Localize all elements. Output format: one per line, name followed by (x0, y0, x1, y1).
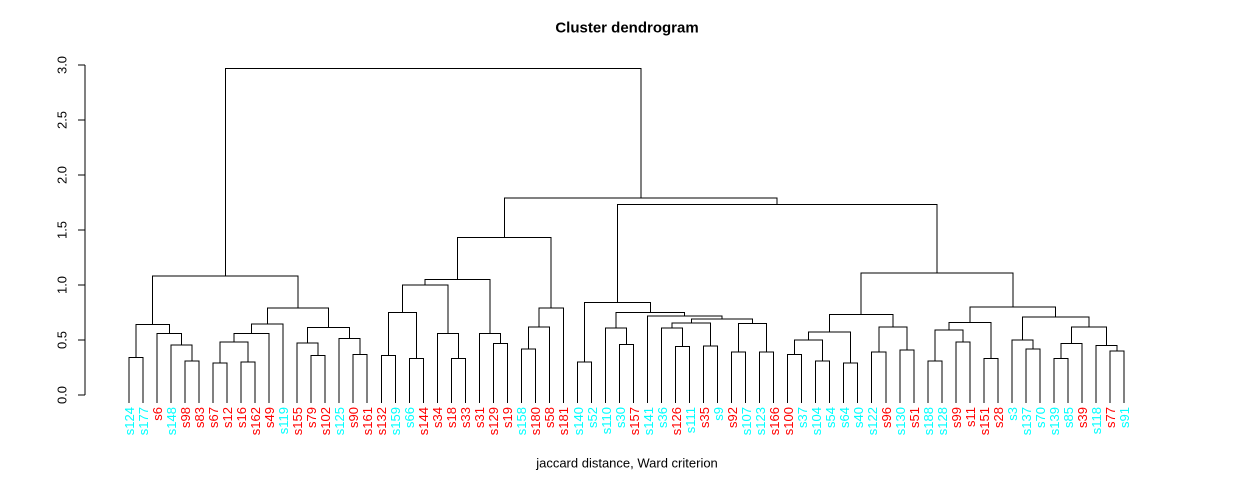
leaf-label: s177 (136, 407, 151, 436)
leaf-label: s83 (192, 407, 208, 428)
leaf-label: s99 (948, 407, 964, 428)
y-tick-label: 0.5 (54, 330, 70, 350)
leaf-label: s64 (836, 407, 852, 428)
x-axis-label: jaccard distance, Ward criterion (536, 455, 718, 471)
y-tick-label: 2.5 (54, 110, 70, 130)
dendrogram-tree-lines (128, 67, 1125, 403)
leaf-label: s70 (1032, 407, 1048, 428)
leaf-label: s51 (906, 407, 922, 428)
leaf-label: s3 (1004, 407, 1020, 421)
leaf-label: s111 (682, 407, 698, 434)
leaf-label: s90 (346, 407, 362, 428)
leaf-label: s30 (612, 407, 628, 428)
leaf-label: s36 (654, 407, 670, 428)
leaf-label: s126 (668, 407, 684, 436)
leaf-label: s92 (724, 407, 740, 428)
leaf-label: s118 (1089, 407, 1104, 435)
leaf-label: s128 (934, 407, 950, 436)
leaf-label: s85 (1060, 407, 1076, 428)
leaf-label: s181 (556, 407, 572, 436)
y-tick-label: 0.0 (54, 385, 70, 405)
y-axis (78, 64, 86, 396)
leaf-label: s35 (696, 407, 712, 428)
leaf-label: s96 (878, 407, 894, 428)
y-tick-label: 3.0 (54, 55, 70, 75)
leaf-label: s155 (290, 407, 306, 436)
leaf-label: s91 (1117, 407, 1132, 428)
leaf-label: s162 (248, 407, 264, 436)
leaf-label: s49 (262, 407, 278, 428)
leaf-label: s16 (234, 407, 250, 428)
leaf-label: s37 (794, 407, 810, 428)
leaf-label: s52 (584, 407, 600, 428)
leaf-label: s39 (1075, 407, 1090, 428)
leaf-label: s9 (710, 407, 726, 421)
leaf-label: s77 (1103, 407, 1118, 428)
leaf-label: s148 (164, 407, 179, 436)
leaf-label: s100 (780, 407, 796, 436)
leaf-label: s119 (276, 407, 292, 435)
leaf-label: s11 (962, 407, 978, 427)
leaf-label: s151 (976, 407, 992, 436)
leaf-label: s123 (752, 407, 768, 436)
leaf-label: s188 (920, 407, 936, 436)
leaf-label: s67 (206, 407, 222, 428)
leaf-label: s79 (304, 407, 320, 428)
leaf-label: s28 (990, 407, 1006, 428)
leaf-label: s102 (318, 407, 334, 436)
leaf-label: s130 (892, 407, 908, 436)
leaf-label: s12 (220, 407, 236, 428)
leaf-label: s139 (1046, 407, 1062, 436)
leaf-label: s137 (1018, 407, 1034, 436)
y-tick-label: 2.0 (54, 165, 70, 185)
leaf-label: s157 (626, 407, 642, 436)
leaf-label: s6 (150, 407, 165, 421)
leaf-label: s166 (766, 407, 782, 436)
leaf-label: s110 (598, 407, 614, 435)
leaf-label: s104 (808, 407, 824, 436)
leaf-label: s54 (822, 407, 838, 428)
leaf-label: s140 (570, 407, 586, 436)
leaf-label: s125 (332, 407, 348, 436)
y-tick-label: 1.5 (54, 220, 70, 240)
y-tick-label: 1.0 (54, 275, 70, 295)
leaf-label: s124 (122, 407, 137, 436)
leaf-label: s161 (360, 407, 376, 436)
leaf-label: s98 (178, 407, 194, 428)
leaf-label: s122 (864, 407, 880, 436)
leaf-label: s40 (850, 407, 866, 428)
leaf-label: s107 (738, 407, 754, 436)
leaf-label: s141 (640, 407, 656, 436)
chart-title: Cluster dendrogram (555, 19, 699, 37)
